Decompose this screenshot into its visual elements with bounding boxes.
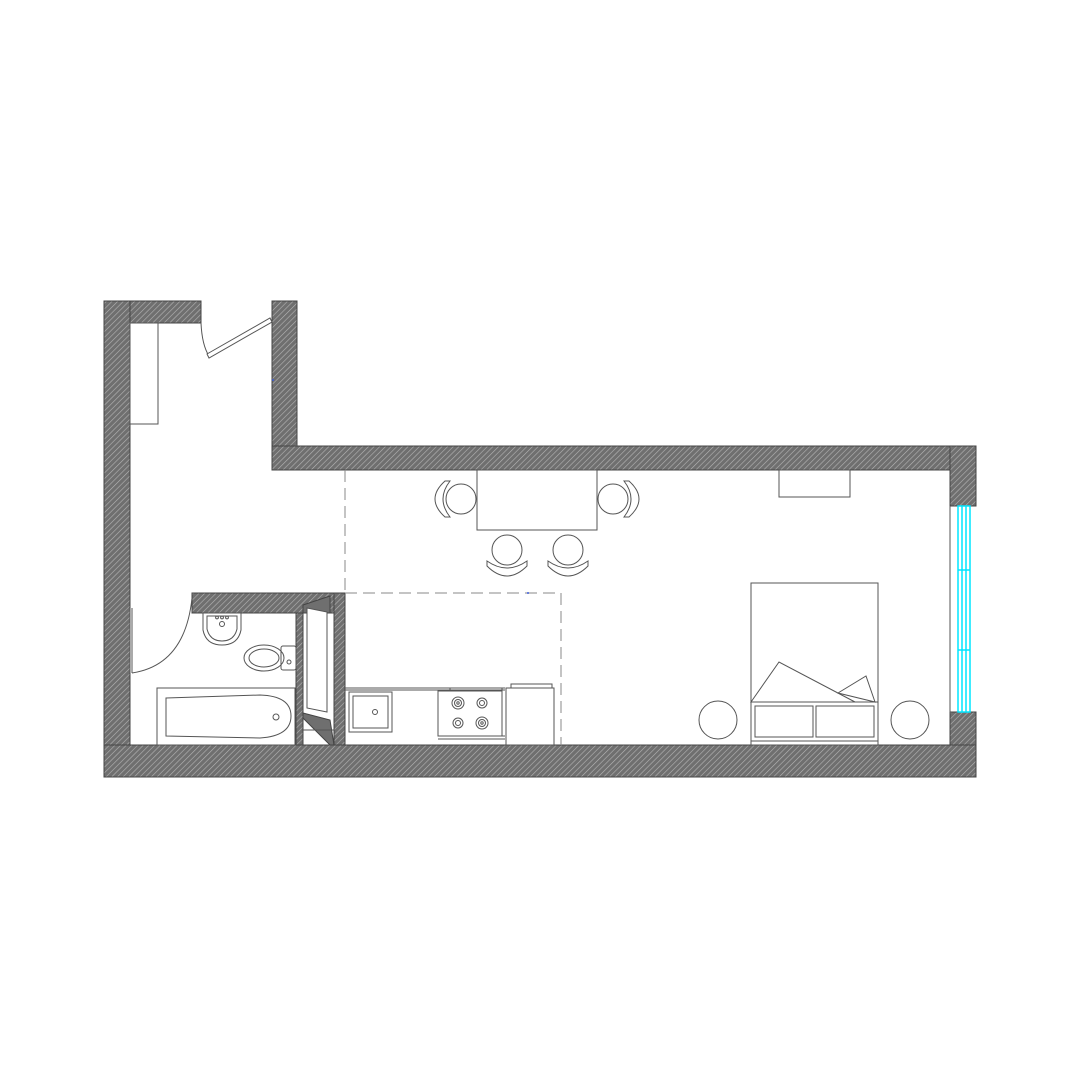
wall-bottom	[103, 744, 977, 778]
pillow-icon	[754, 705, 814, 738]
bed-icon	[750, 582, 879, 746]
dining-table-icon	[476, 469, 598, 531]
door-swing-icon	[200, 317, 273, 359]
marker-dot	[527, 592, 529, 594]
nightstand-icon	[698, 700, 738, 740]
wall-shelf	[778, 469, 851, 498]
chair-icon	[486, 534, 528, 577]
bathtub-icon	[156, 687, 296, 746]
nightstand-icon	[890, 700, 930, 740]
pillow-icon	[815, 705, 875, 738]
kitchen-sink-icon	[348, 691, 393, 733]
walls	[103, 300, 977, 778]
stove-icon	[437, 687, 505, 740]
zone-outlines	[344, 470, 562, 745]
wall-bathroom-right	[333, 592, 346, 746]
marker-dot	[272, 379, 274, 381]
toilet-icon	[243, 644, 297, 672]
wall-entry-right	[271, 300, 298, 471]
wall-right-upper	[949, 445, 977, 507]
wall-bathroom-divider	[295, 612, 304, 746]
refrigerator	[505, 683, 555, 746]
chair-icon	[597, 480, 640, 518]
window-icon	[957, 505, 971, 713]
chair-icon	[547, 534, 589, 577]
wardrobe	[129, 322, 159, 425]
washbasin-icon	[202, 612, 242, 646]
wall-left	[103, 300, 131, 778]
bathroom-door-swing-icon	[129, 597, 193, 674]
wall-top	[271, 445, 977, 471]
service-shaft	[302, 595, 335, 746]
chair-icon	[434, 480, 477, 518]
